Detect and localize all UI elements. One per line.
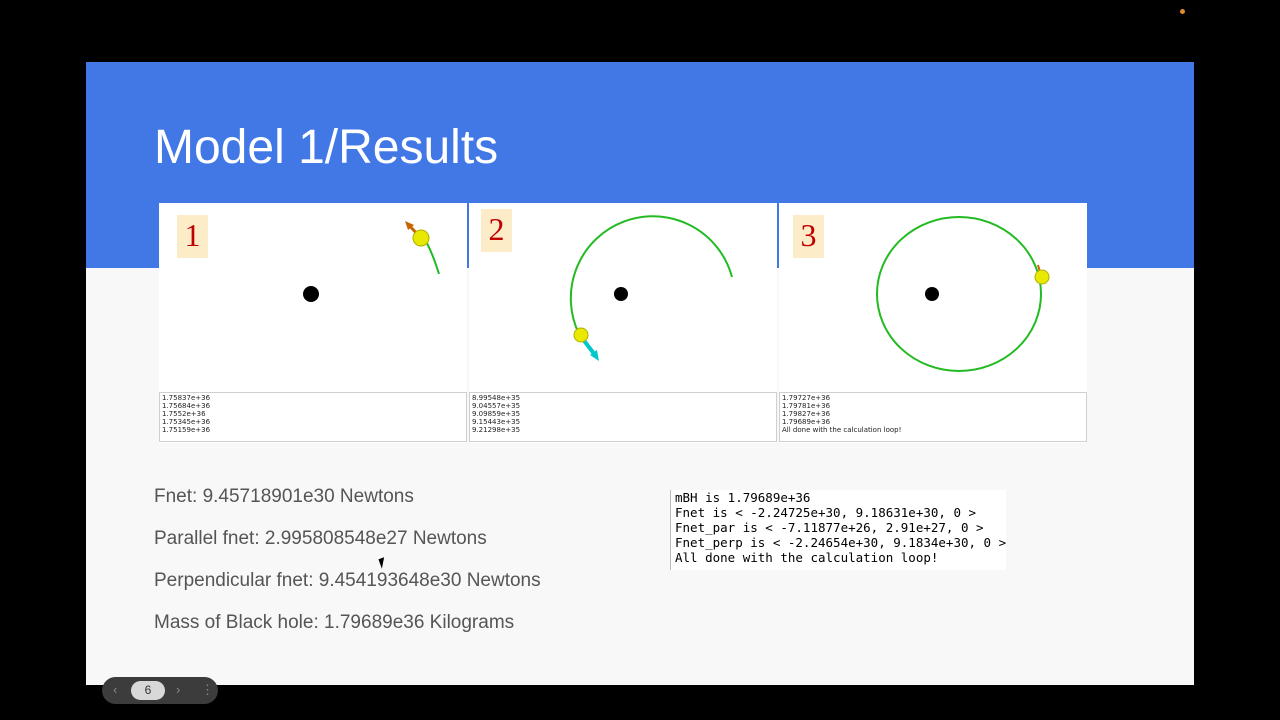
result-fnet: Fnet: 9.45718901e30 Newtons bbox=[154, 486, 414, 507]
console-line: 1.75837e+36 bbox=[162, 394, 211, 402]
output-line: Fnet_par is < -7.11877e+26, 2.91e+27, 0 … bbox=[675, 520, 984, 535]
arrow-head bbox=[590, 350, 599, 361]
arrow-head bbox=[405, 221, 414, 230]
result-black-hole-mass: Mass of Black hole: 1.79689e36 Kilograms bbox=[154, 612, 515, 633]
simulation-canvas-3 bbox=[876, 216, 1050, 372]
console-line: 1.7552e+36 bbox=[162, 410, 206, 418]
console-line: 1.79689e+36 bbox=[782, 418, 831, 426]
output-line: All done with the calculation loop! bbox=[675, 550, 939, 565]
console-output-2: 8.99548e+35 9.04557e+35 9.09859e+35 9.15… bbox=[469, 392, 777, 442]
slide-navigation: ‹ 6 › ⋮ bbox=[102, 677, 218, 704]
results-list: Fnet: 9.45718901e30 Newtons Parallel fne… bbox=[154, 486, 541, 654]
recording-indicator-dot bbox=[1180, 9, 1185, 14]
output-line: Fnet_perp is < -2.24654e+30, 9.1834e+30,… bbox=[675, 535, 1007, 550]
slide-title: Model 1/Results bbox=[154, 121, 499, 174]
console-line: 9.09859e+35 bbox=[472, 410, 521, 418]
console-line: 9.04557e+35 bbox=[472, 402, 521, 410]
star bbox=[412, 229, 430, 247]
star bbox=[1034, 269, 1050, 285]
slide: Model 1/Results 1 1.75837e+36 1.75684e+3… bbox=[86, 62, 1194, 685]
panel-number-1: 1 bbox=[177, 215, 208, 258]
previous-slide-icon[interactable]: ‹ bbox=[113, 682, 118, 697]
program-output: mBH is 1.79689e+36 Fnet is < -2.24725e+3… bbox=[670, 490, 1006, 570]
output-line: Fnet is < -2.24725e+30, 9.18631e+30, 0 > bbox=[675, 505, 977, 520]
console-line: 1.79781e+36 bbox=[782, 402, 831, 410]
console-line: 1.75159e+36 bbox=[162, 426, 211, 434]
console-line: 1.75684e+36 bbox=[162, 402, 211, 410]
black-hole bbox=[303, 286, 319, 302]
console-line: 1.79727e+36 bbox=[782, 394, 831, 402]
page-number[interactable]: 6 bbox=[131, 681, 165, 700]
next-slide-icon[interactable]: › bbox=[176, 682, 181, 697]
black-hole bbox=[614, 287, 628, 301]
console-line: 9.15443e+35 bbox=[472, 418, 521, 426]
console-line: 8.99548e+35 bbox=[472, 394, 521, 402]
console-line: 1.79827e+36 bbox=[782, 410, 831, 418]
more-options-icon[interactable]: ⋮ bbox=[201, 682, 214, 697]
panel-number-3: 3 bbox=[793, 215, 824, 258]
panel-number-2: 2 bbox=[481, 209, 512, 252]
console-line: 9.21298e+35 bbox=[472, 426, 521, 434]
console-output-3: 1.79727e+36 1.79781e+36 1.79827e+36 1.79… bbox=[779, 392, 1087, 442]
orbit-trail bbox=[569, 215, 733, 335]
console-line: 1.75345e+36 bbox=[162, 418, 211, 426]
simulation-canvas-1 bbox=[303, 221, 440, 302]
result-perpendicular-fnet: Perpendicular fnet: 9.454193648e30 Newto… bbox=[154, 570, 541, 591]
console-output-1: 1.75837e+36 1.75684e+36 1.7552e+36 1.753… bbox=[159, 392, 467, 442]
orbit-trail bbox=[876, 216, 1042, 372]
star bbox=[573, 327, 589, 343]
output-line: mBH is 1.79689e+36 bbox=[675, 490, 811, 505]
console-line: All done with the calculation loop! bbox=[782, 426, 902, 434]
simulation-canvas-2 bbox=[569, 215, 733, 361]
black-hole bbox=[925, 287, 939, 301]
result-parallel-fnet: Parallel fnet: 2.995808548e27 Newtons bbox=[154, 528, 487, 549]
